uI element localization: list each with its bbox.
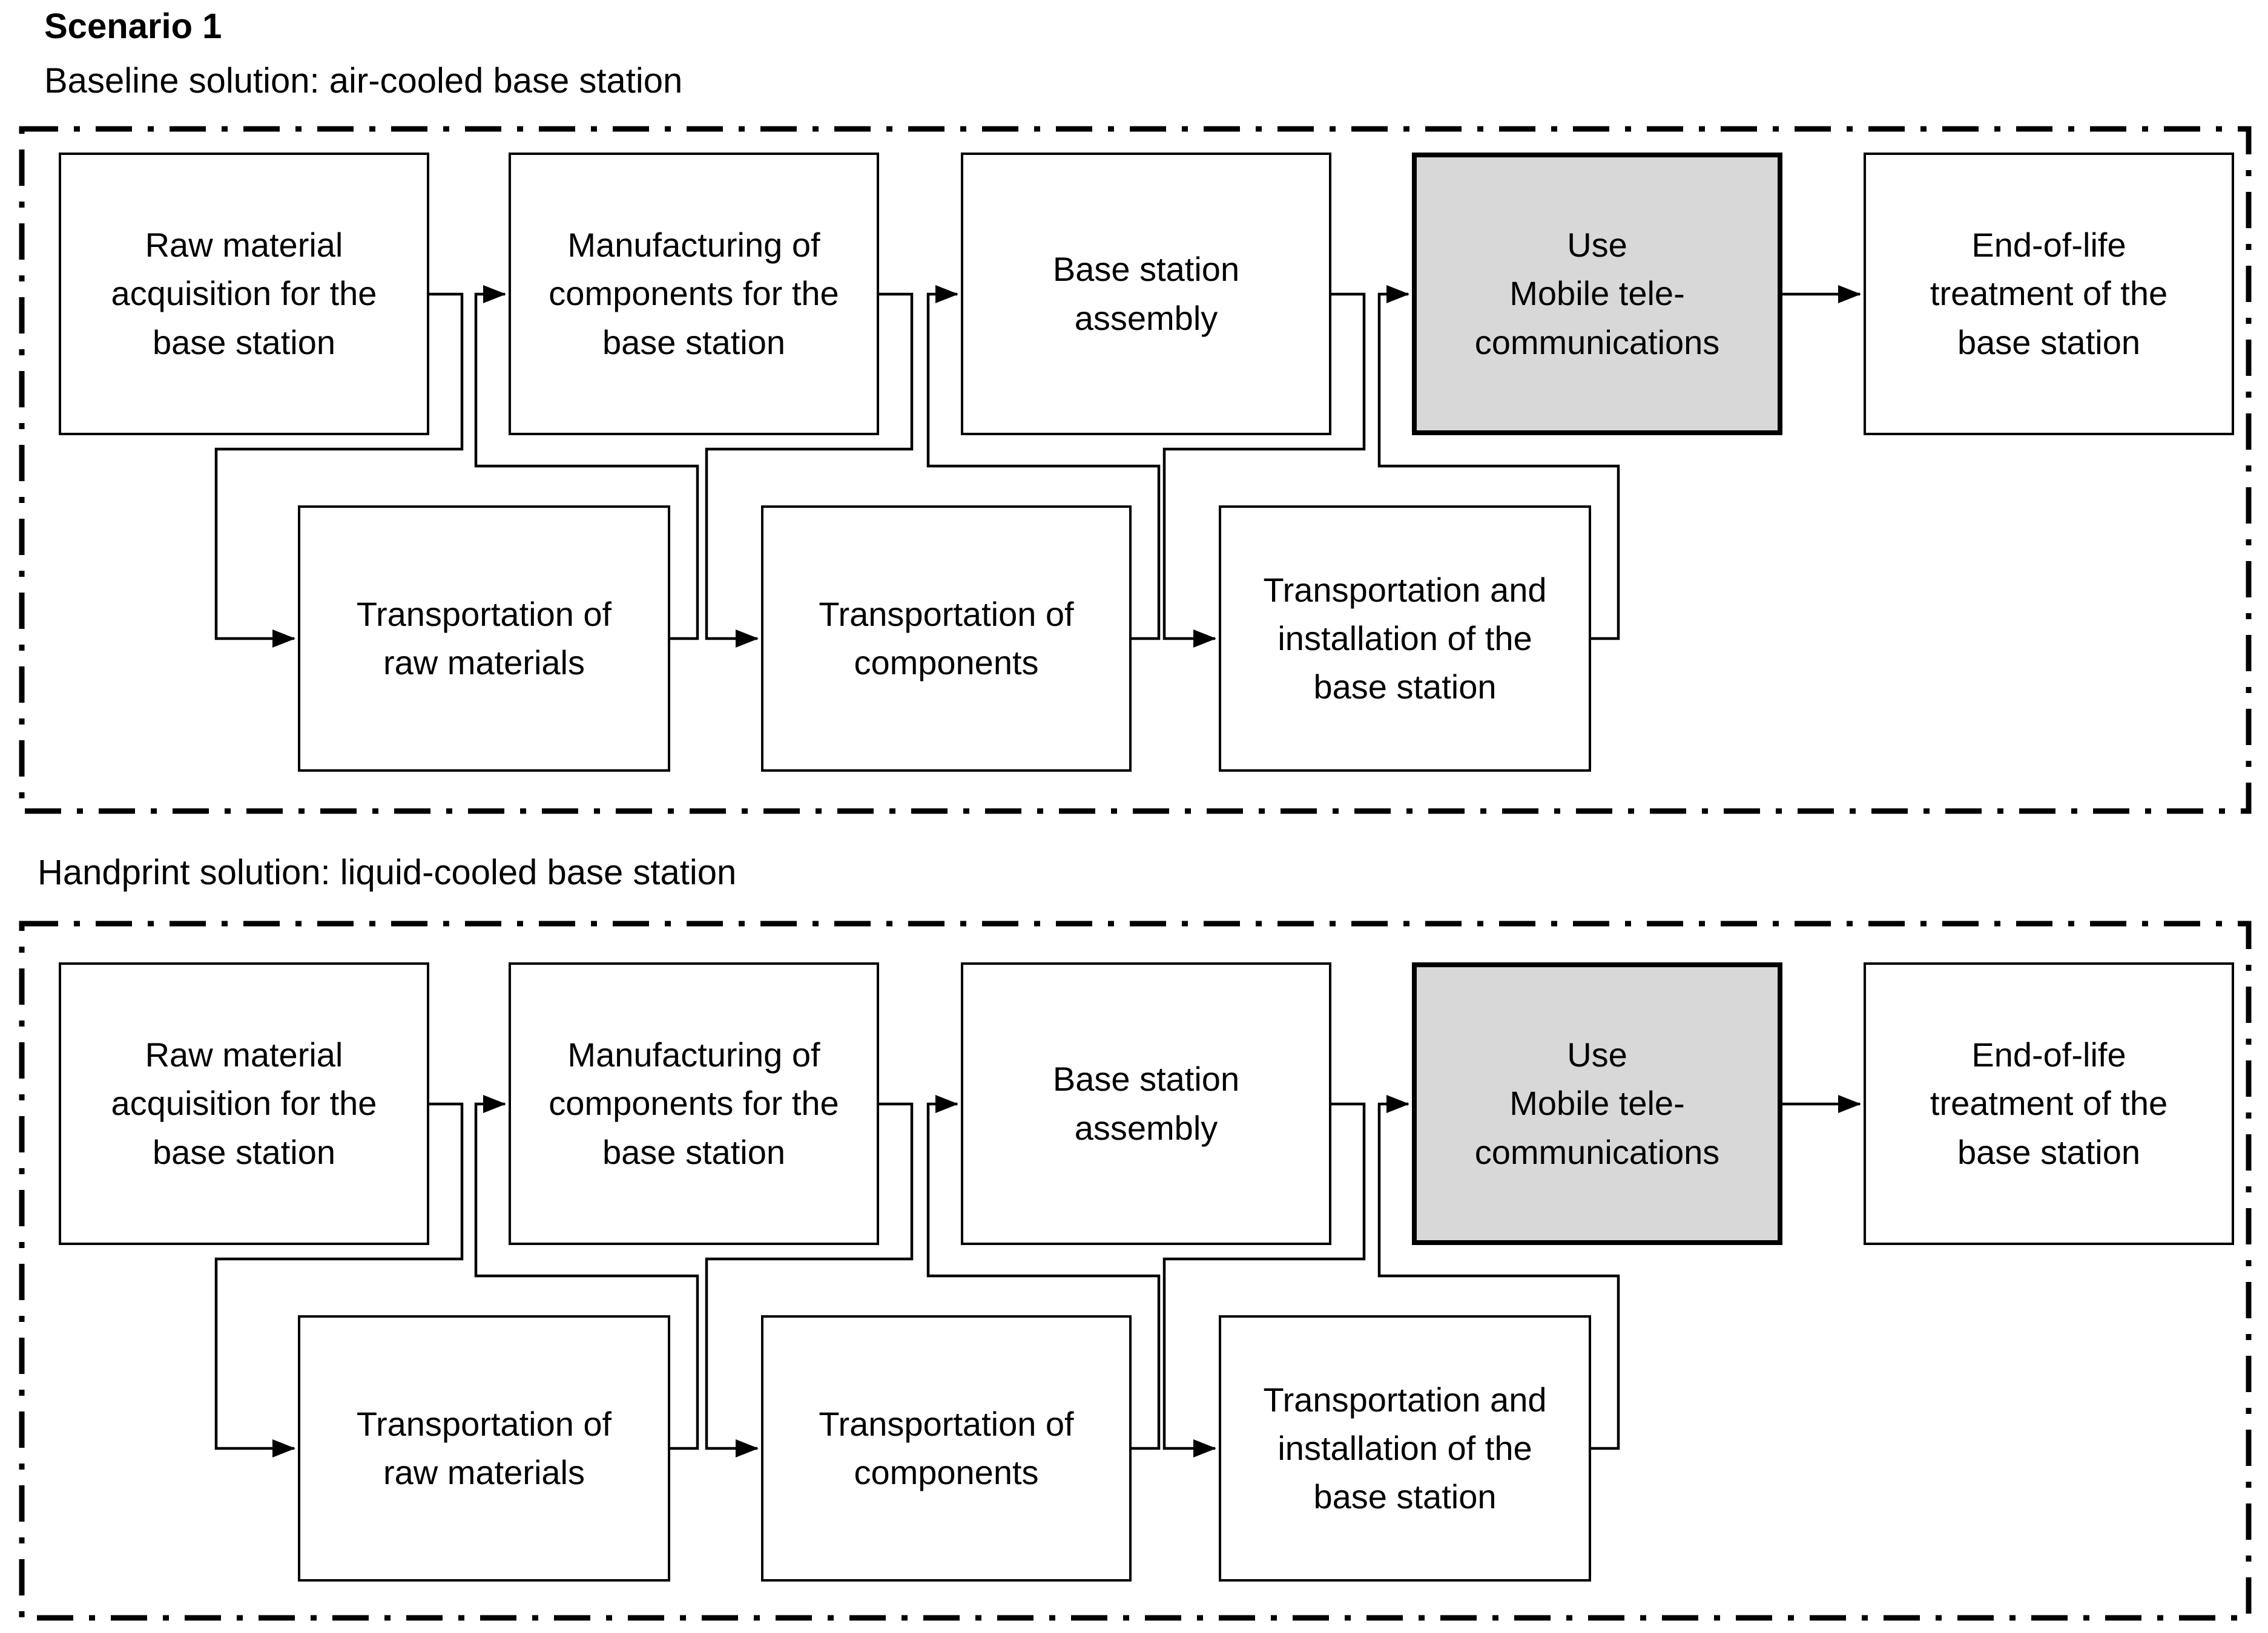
box-label: Base station assembly [1052, 250, 1240, 337]
arrow-raw-to-transportraw-s2 [214, 1102, 464, 1457]
scenario1-subtitle: Baseline solution: air-cooled base stati… [44, 61, 683, 100]
box-label: Raw material acquisition for the base st… [111, 226, 377, 361]
box-label: Transportation of raw materials [356, 1404, 612, 1491]
box-transport-install-s2: Transportation and installation of the b… [1219, 1315, 1591, 1582]
scenario2-subtitle: Handprint solution: liquid-cooled base s… [38, 853, 737, 892]
box-label: Base station assembly [1052, 1060, 1240, 1147]
arrow-transportraw-to-manufacturing-s1 [474, 285, 699, 640]
box-end-of-life-s2: End-of-life treatment of the base statio… [1864, 962, 2234, 1245]
box-label: Transportation and installation of the b… [1263, 1380, 1547, 1516]
arrow-transportraw-to-manufacturing-s2 [474, 1095, 699, 1450]
box-transport-raw-s1: Transportation of raw materials [298, 505, 670, 772]
box-assembly-s1: Base station assembly [961, 153, 1331, 435]
box-label: Transportation of raw materials [356, 594, 612, 682]
box-use-s2: Use Mobile tele- communications [1412, 962, 1782, 1245]
box-label: Raw material acquisition for the base st… [111, 1036, 377, 1171]
box-transport-raw-s2: Transportation of raw materials [298, 1315, 670, 1582]
box-transport-components-s2: Transportation of components [761, 1315, 1132, 1582]
box-label: Transportation and installation of the b… [1263, 570, 1547, 706]
arrow-transportcomponents-to-assembly-s2 [926, 1095, 1161, 1450]
box-label: End-of-life treatment of the base statio… [1930, 1036, 2168, 1171]
box-raw-material-s1: Raw material acquisition for the base st… [59, 153, 429, 435]
box-use-s1: Use Mobile tele- communications [1412, 153, 1782, 435]
box-label: Manufacturing of components for the base… [549, 226, 839, 361]
system-boundary-scenario2 [19, 921, 2252, 1621]
arrow-transportinstall-to-use-s2 [1377, 1095, 1620, 1450]
box-end-of-life-s1: End-of-life treatment of the base statio… [1864, 153, 2234, 435]
box-manufacturing-s1: Manufacturing of components for the base… [509, 153, 879, 435]
box-manufacturing-s2: Manufacturing of components for the base… [509, 962, 879, 1245]
box-label: End-of-life treatment of the base statio… [1930, 226, 2168, 361]
box-label: Transportation of components [819, 1404, 1074, 1491]
arrow-transportinstall-to-use-s1 [1377, 285, 1620, 640]
box-raw-material-s2: Raw material acquisition for the base st… [59, 962, 429, 1245]
box-transport-install-s1: Transportation and installation of the b… [1219, 505, 1591, 772]
arrow-assembly-to-transportinstall-s2 [1162, 1102, 1366, 1457]
box-assembly-s2: Base station assembly [961, 962, 1331, 1245]
box-transport-components-s1: Transportation of components [761, 505, 1132, 772]
box-label: Transportation of components [819, 594, 1074, 682]
scenario1-title: Scenario 1 [44, 7, 222, 46]
arrow-transportcomponents-to-assembly-s1 [926, 285, 1161, 640]
arrow-assembly-to-transportinstall-s1 [1162, 292, 1366, 648]
arrow-manufacturing-to-transportcomponents-s2 [705, 1102, 914, 1457]
box-label: Use Mobile tele- communications [1474, 226, 1720, 361]
box-label: Manufacturing of components for the base… [549, 1036, 839, 1171]
box-label: Use Mobile tele- communications [1474, 1036, 1720, 1171]
system-boundary-scenario1 [19, 126, 2252, 814]
arrow-manufacturing-to-transportcomponents-s1 [705, 292, 914, 648]
arrow-raw-to-transportraw-s1 [214, 292, 464, 648]
